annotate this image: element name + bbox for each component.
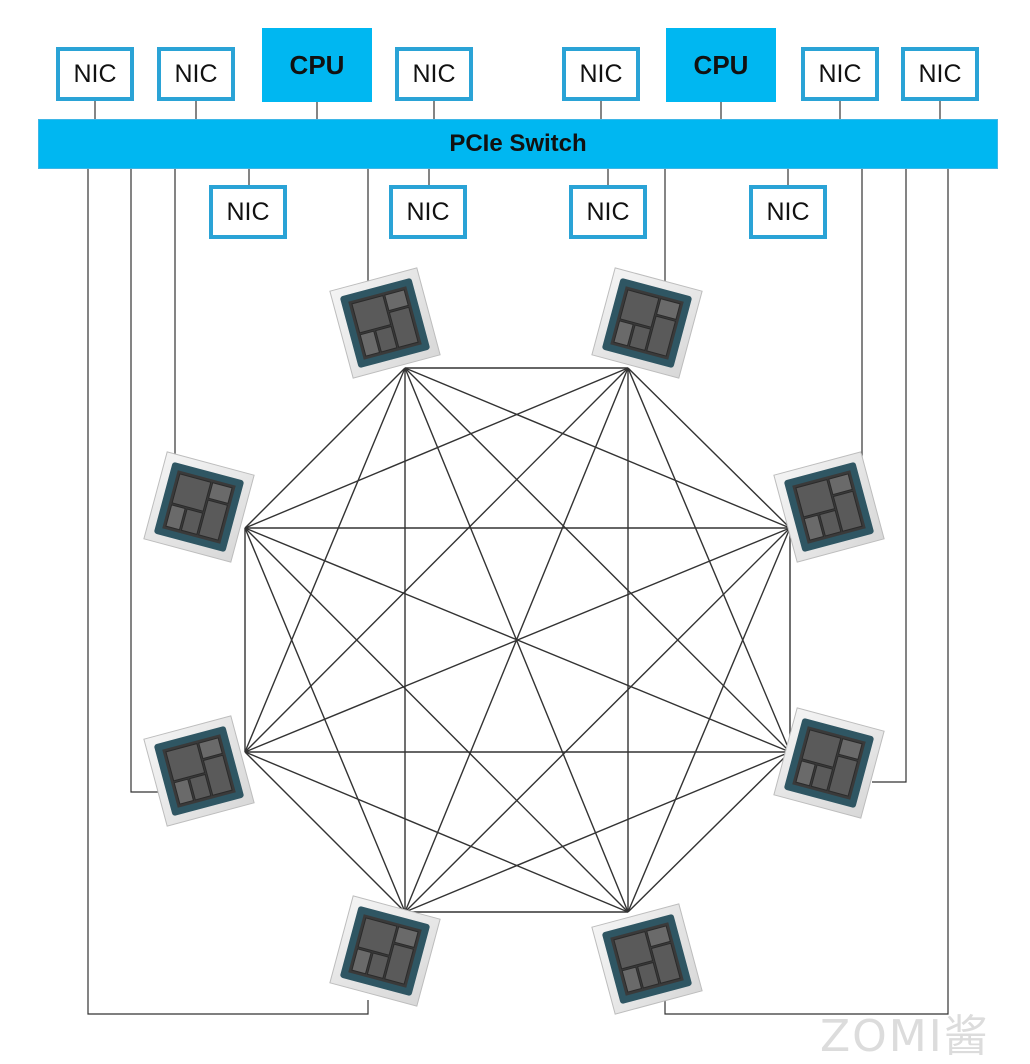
gpu-chip-icon: [329, 267, 441, 379]
mesh-link: [627, 367, 791, 753]
gpu-chip-icon: [329, 895, 441, 1007]
watermark-logo: ZOMI酱: [820, 1011, 990, 1062]
nic-card: NIC: [569, 185, 647, 239]
mesh-link: [244, 367, 629, 529]
mesh-link: [244, 527, 629, 913]
nic-card: NIC: [749, 185, 827, 239]
pcie-wires: [87, 101, 949, 1015]
nic-card: NIC: [56, 47, 134, 101]
mesh-link: [244, 367, 406, 529]
mesh-link: [244, 527, 406, 913]
mesh-link: [627, 751, 791, 913]
mesh-link: [244, 367, 629, 753]
nic-card: NIC: [901, 47, 979, 101]
gpu-chip-icon: [773, 451, 885, 563]
gpu-chip-icon: [773, 707, 885, 819]
cpu-block: CPU: [666, 28, 776, 102]
gpu-chip-icon: [591, 267, 703, 379]
mesh-link: [627, 527, 791, 913]
cpu-block: CPU: [262, 28, 372, 102]
gpu-chip-icon: [143, 715, 255, 827]
nic-card: NIC: [562, 47, 640, 101]
gpu-chip-icon: [143, 451, 255, 563]
nic-card: NIC: [157, 47, 235, 101]
full-mesh-links: [244, 367, 791, 913]
mesh-link: [244, 751, 406, 913]
mesh-link: [404, 367, 791, 753]
mesh-link: [244, 751, 629, 913]
gpu-chip-icon: [591, 903, 703, 1015]
nic-card: NIC: [801, 47, 879, 101]
pcie-switch-bar: PCIe Switch: [38, 119, 998, 169]
mesh-link: [404, 751, 791, 913]
nic-card: NIC: [389, 185, 467, 239]
mesh-link: [627, 367, 791, 529]
mesh-link: [404, 367, 791, 529]
mesh-link: [244, 527, 791, 753]
nic-card: NIC: [209, 185, 287, 239]
mesh-link: [244, 367, 406, 753]
nic-card: NIC: [395, 47, 473, 101]
mesh-link: [404, 527, 791, 913]
